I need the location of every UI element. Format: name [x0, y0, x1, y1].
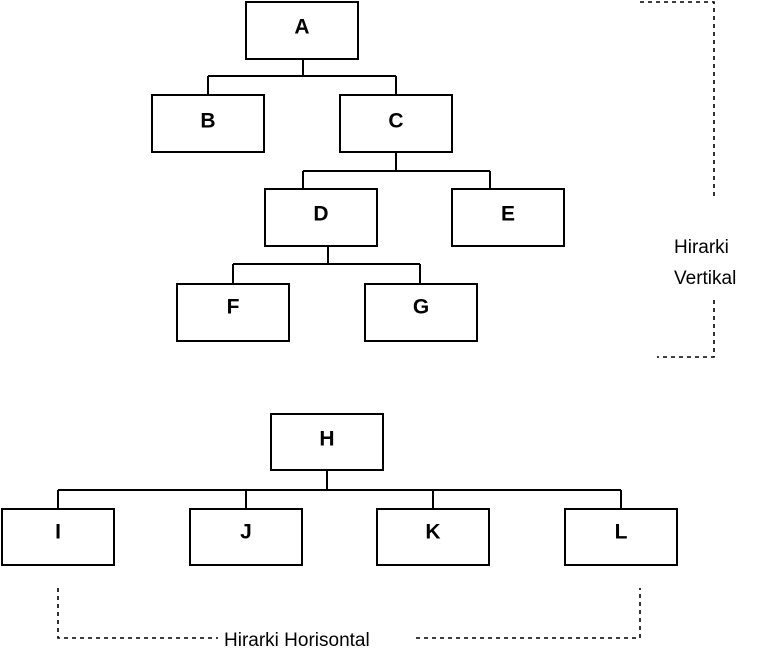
node-d-label: D	[313, 203, 328, 226]
vertical-bracket-lower	[657, 300, 715, 358]
node-f: F	[176, 283, 290, 342]
node-i: I	[1, 508, 115, 566]
node-f-label: F	[227, 296, 240, 319]
node-e-label: E	[501, 203, 515, 226]
vertical-hierarchy-bracket: Hirarki Vertikal	[640, 1, 736, 358]
vertical-bracket-label-line1: Hirarki	[674, 237, 729, 258]
horizontal-hierarchy-tree: H I J K L	[1, 413, 678, 566]
node-l-label: L	[615, 521, 628, 544]
node-c-label: C	[388, 110, 403, 133]
node-e: E	[451, 188, 565, 247]
node-d: D	[264, 188, 378, 247]
vertical-bracket-label-line2: Vertikal	[674, 268, 736, 289]
node-b: B	[151, 94, 265, 153]
node-h: H	[270, 413, 384, 471]
horizontal-hierarchy-bracket: Hirarki Horisontal	[57, 588, 641, 652]
node-h-label: H	[319, 428, 334, 451]
node-l: L	[564, 508, 678, 566]
node-a-label: A	[294, 16, 309, 39]
node-c: C	[339, 94, 453, 153]
node-g: G	[364, 283, 478, 342]
horizontal-bracket-line	[57, 588, 641, 639]
horizontal-bracket-label-background	[218, 626, 414, 652]
node-k-label: K	[425, 521, 440, 544]
node-j-label: J	[240, 521, 252, 544]
vertical-hierarchy-tree: A B C D E F G	[151, 1, 565, 342]
tree-connectors-vertical	[207, 59, 491, 284]
node-i-label: I	[55, 521, 61, 544]
node-k: K	[376, 508, 490, 566]
node-g-label: G	[413, 296, 429, 319]
vertical-bracket-upper	[640, 1, 715, 198]
node-j: J	[189, 508, 303, 566]
horizontal-bracket-label: Hirarki Horisontal	[224, 630, 370, 651]
node-a: A	[245, 1, 359, 60]
tree-connectors-horizontal	[57, 470, 622, 509]
node-b-label: B	[200, 110, 215, 133]
